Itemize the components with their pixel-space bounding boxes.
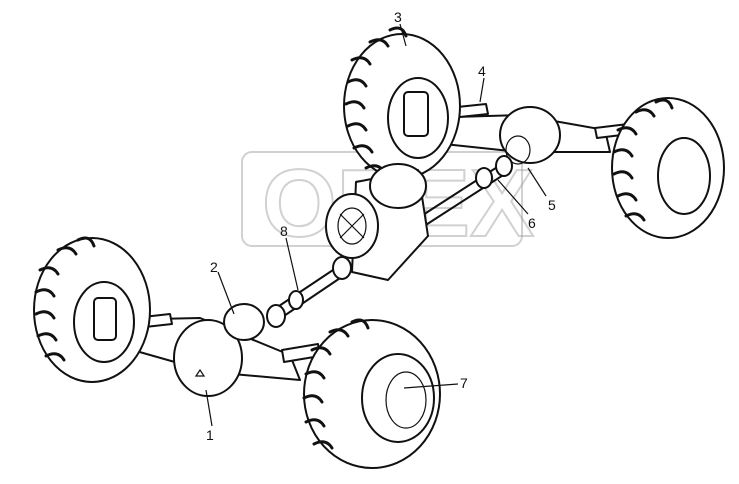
wheel-front-right bbox=[302, 318, 441, 469]
front-drive-shaft bbox=[266, 256, 353, 328]
callout-4: 4 bbox=[478, 63, 486, 79]
rear-drive-shaft bbox=[407, 155, 513, 237]
callout-3: 3 bbox=[394, 9, 402, 25]
callout-1: 1 bbox=[206, 427, 214, 443]
callout-8: 8 bbox=[280, 223, 288, 239]
front-differential bbox=[173, 319, 243, 397]
callout-7: 7 bbox=[460, 375, 468, 391]
callout-labels: 3 4 5 6 8 2 1 7 bbox=[206, 9, 556, 443]
callout-5: 5 bbox=[548, 197, 556, 213]
transfer-case bbox=[325, 163, 429, 281]
callout-6: 6 bbox=[528, 215, 536, 231]
brake-drum bbox=[403, 91, 429, 137]
callout-2: 2 bbox=[210, 259, 218, 275]
wheel-front-left bbox=[33, 236, 151, 383]
leader-lines bbox=[205, 23, 547, 427]
wheel-rear-right bbox=[611, 97, 725, 239]
wheel-rear-left bbox=[343, 26, 461, 179]
